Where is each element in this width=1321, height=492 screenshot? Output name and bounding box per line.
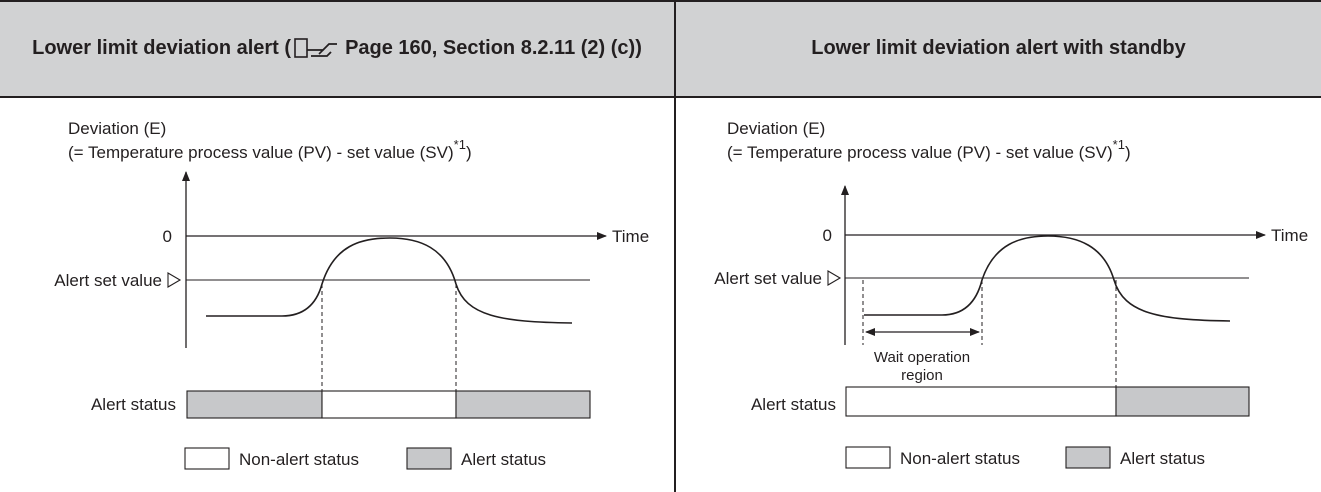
left-time-label: Time (612, 227, 649, 246)
left-alert-set-value-marker (167, 272, 182, 288)
right-legend-alert-label: Alert status (1120, 449, 1205, 468)
left-header-prefix: Lower limit deviation alert ( (32, 36, 292, 59)
right-column-header: Lower limit deviation alert with standby (676, 0, 1321, 96)
right-deviation-diagram: Deviation (E) (= Temperature process val… (714, 119, 1308, 469)
left-header-reference: Page 160, Section 8.2.11 (2) (c)) (345, 36, 642, 59)
left-alert-status-label: Alert status (91, 395, 176, 414)
left-y-axis-label-line2: (= Temperature process value (PV) - set … (68, 137, 472, 162)
left-legend-non-alert-label: Non-alert status (239, 450, 359, 469)
right-deviation-curve (864, 235, 1231, 322)
left-status-segment-alert-1 (186, 390, 323, 419)
left-deviation-diagram: Deviation (E) (= Temperature process val… (54, 119, 649, 470)
header-bottom-rule (0, 96, 1321, 98)
left-y-axis-label-line1: Deviation (E) (68, 119, 166, 138)
right-wait-region-label-line2: region (901, 367, 943, 384)
page-reference-icon (293, 29, 343, 67)
right-status-segment-non-alert (845, 386, 1117, 417)
table-top-rule (0, 0, 1321, 2)
left-column-header: Lower limit deviation alert ( Page 160, … (0, 0, 674, 96)
left-alert-set-value-label: Alert set value (54, 271, 162, 290)
left-legend-non-alert-swatch (184, 447, 230, 470)
right-y-axis-label-line2: (= Temperature process value (PV) - set … (727, 137, 1131, 162)
right-legend-non-alert-label: Non-alert status (900, 449, 1020, 468)
left-legend-alert-swatch (406, 447, 452, 470)
right-legend-alert-swatch (1065, 446, 1111, 469)
right-zero-label: 0 (823, 226, 832, 245)
right-alert-set-value-label: Alert set value (714, 269, 822, 288)
right-status-segment-alert (1115, 386, 1250, 417)
right-wait-region-label-line1: Wait operation (874, 349, 970, 366)
right-alert-status-label: Alert status (751, 395, 836, 414)
right-y-axis-label-line1: Deviation (E) (727, 119, 825, 138)
left-deviation-curve (206, 237, 573, 324)
left-zero-label: 0 (163, 227, 172, 246)
right-time-label: Time (1271, 226, 1308, 245)
left-status-segment-non-alert (321, 390, 457, 419)
column-divider (674, 0, 676, 492)
left-legend-alert-label: Alert status (461, 450, 546, 469)
right-legend-non-alert-swatch (845, 446, 891, 469)
left-status-segment-alert-2 (455, 390, 591, 419)
right-alert-set-value-marker (827, 270, 842, 286)
